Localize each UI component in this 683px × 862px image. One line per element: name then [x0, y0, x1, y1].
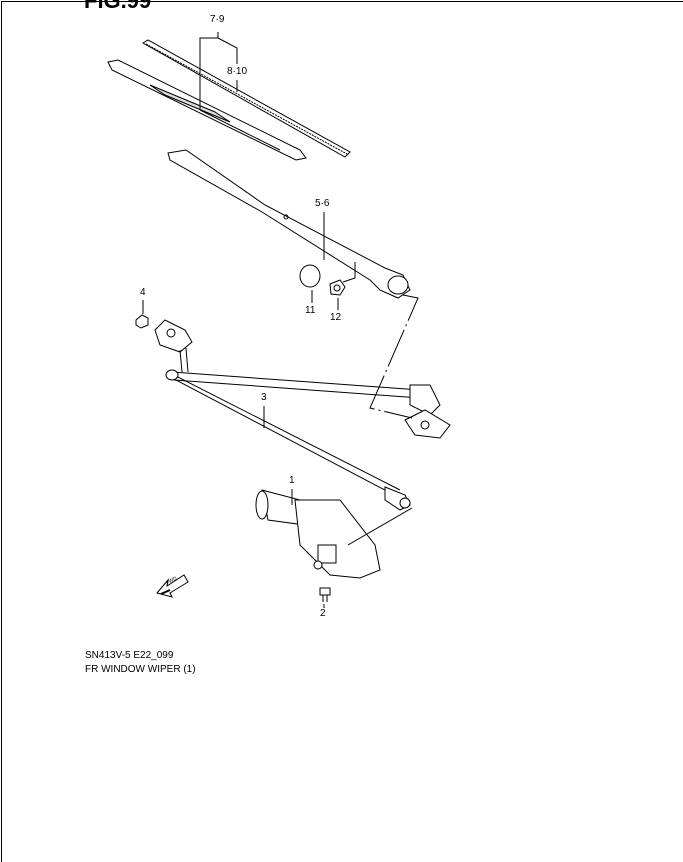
cap-part-11 — [299, 264, 321, 288]
leader-lines — [142, 32, 419, 608]
callout-1: 1 — [289, 475, 295, 486]
nut-part-12 — [329, 279, 346, 296]
callout-3: 3 — [261, 392, 267, 403]
callout-11: 11 — [305, 305, 316, 316]
callout-2: 2 — [320, 608, 326, 619]
callout-4: 4 — [140, 287, 146, 298]
callout-7-9: 7·9 — [210, 14, 225, 25]
fwd-arrow-icon — [156, 574, 189, 598]
wiper-arm — [167, 149, 411, 299]
wiper-blade — [107, 59, 307, 161]
bolt-part-2 — [319, 587, 331, 602]
diagram-name: FR WINDOW WIPER (1) — [85, 664, 196, 675]
diagram-code: SN413V-5 E22_099 — [85, 650, 174, 661]
figure-title: FIG.99 — [84, 0, 152, 13]
wiper-linkage — [154, 319, 451, 511]
wiper-blade-refill — [142, 39, 351, 158]
nut-part-4 — [135, 314, 149, 329]
callout-8-10: 8·10 — [227, 66, 248, 77]
callout-12: 12 — [330, 312, 342, 323]
wiper-motor — [255, 489, 381, 579]
callout-5-6: 5·6 — [315, 198, 330, 209]
